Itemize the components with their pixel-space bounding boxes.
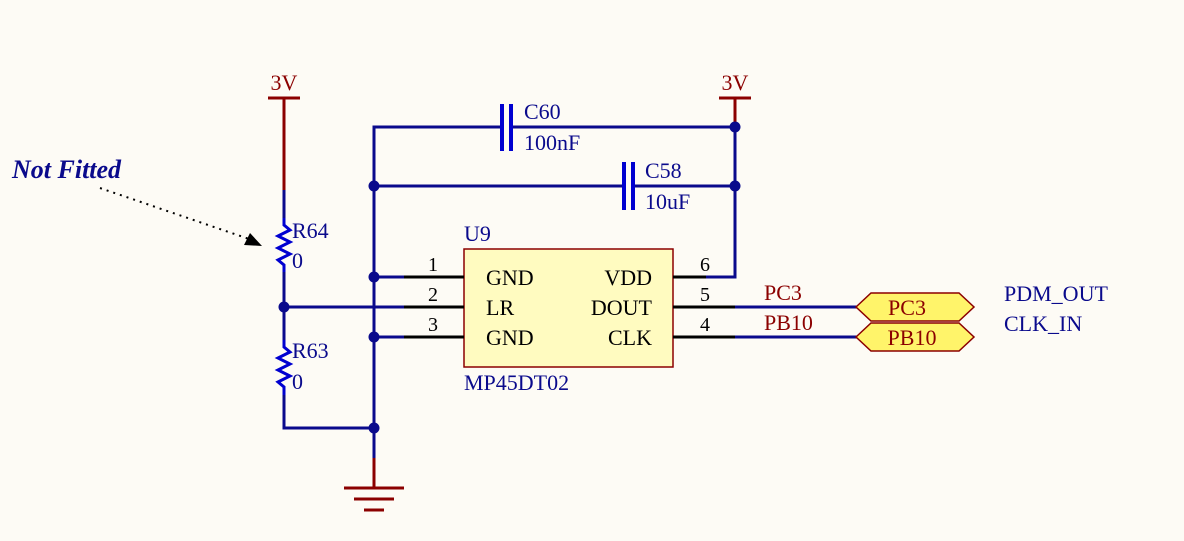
port-pb10-label: PB10 <box>888 325 937 350</box>
pin-2-num: 2 <box>428 284 438 306</box>
resistor-r64[interactable] <box>274 218 294 272</box>
chip-pins <box>404 275 735 339</box>
resistor-r63[interactable] <box>274 340 294 395</box>
r64-ref: R64 <box>292 218 329 243</box>
pin-5-name: DOUT <box>591 295 653 320</box>
port-pb10[interactable] <box>854 322 976 352</box>
chip-ref: U9 <box>464 221 491 246</box>
port-pc3-label: PC3 <box>888 295 926 320</box>
r63-zigzag <box>274 340 294 395</box>
desc-clk-in: CLK_IN <box>1004 311 1082 336</box>
wires <box>282 122 858 460</box>
chip-body <box>463 248 674 368</box>
net-label-pc3: PC3 <box>764 280 802 305</box>
port-pc3[interactable] <box>854 292 976 322</box>
c58-ref: C58 <box>645 158 682 183</box>
junction-c58-right <box>729 180 741 192</box>
net-label-pb10: PB10 <box>764 310 813 335</box>
junction-gnd <box>368 422 380 434</box>
pin-1-name: GND <box>486 265 534 290</box>
junction-lr <box>278 301 290 313</box>
junction-pin1 <box>368 271 380 283</box>
r63-value: 0 <box>292 369 303 394</box>
pin-4-num: 4 <box>700 314 710 336</box>
c60-value: 100nF <box>524 130 580 155</box>
desc-pdm-out: PDM_OUT <box>1004 281 1108 306</box>
junctions <box>278 121 741 434</box>
note-arrow-line <box>99 187 253 241</box>
junction-c60-right <box>729 121 741 133</box>
pin-6-num: 6 <box>700 254 710 276</box>
r64-zigzag <box>274 218 294 272</box>
chip-part: MP45DT02 <box>464 370 569 395</box>
port-pc3-shape <box>854 292 976 322</box>
pin-2-name: LR <box>486 295 514 320</box>
capacitor-c60[interactable] <box>500 104 513 151</box>
pin-1-num: 1 <box>428 254 438 276</box>
pin-4-name: CLK <box>608 325 652 350</box>
pin-3-name: GND <box>486 325 534 350</box>
power-label-left: 3V <box>271 70 298 95</box>
chip-u9[interactable] <box>463 248 674 368</box>
r64-value: 0 <box>292 248 303 273</box>
junction-c58-left <box>368 180 380 192</box>
pin-5-num: 5 <box>700 284 710 306</box>
c58-value: 10uF <box>645 189 690 214</box>
power-wires <box>268 96 751 512</box>
port-pb10-shape <box>854 322 976 352</box>
note-not-fitted: Not Fitted <box>11 155 122 184</box>
pin-3-num: 3 <box>428 314 438 336</box>
junction-pin3 <box>368 331 380 343</box>
note-arrow-head-icon <box>244 233 262 246</box>
r63-ref: R63 <box>292 338 329 363</box>
power-label-right: 3V <box>722 70 749 95</box>
capacitor-c58[interactable] <box>622 162 635 210</box>
pin-6-name: VDD <box>604 265 652 290</box>
c60-ref: C60 <box>524 99 561 124</box>
